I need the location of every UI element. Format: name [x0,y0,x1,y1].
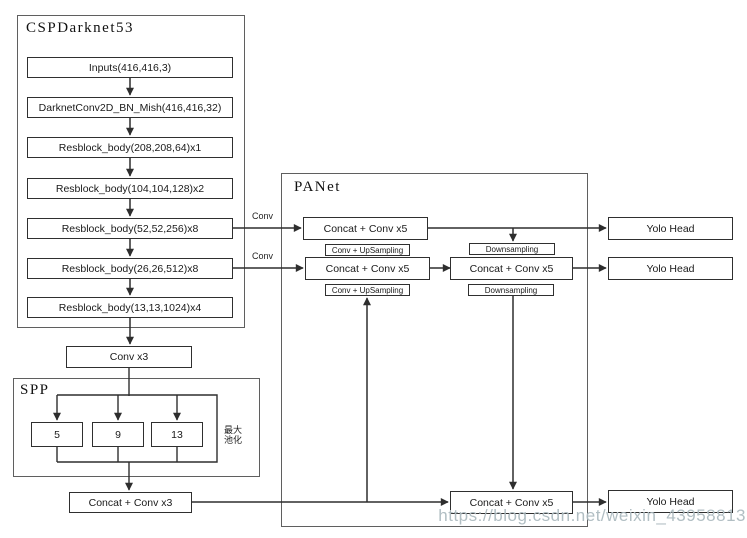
backbone-node-resblock-52: Resblock_body(52,52,256)x8 [27,218,233,239]
concat-conv-x5-top: Concat + Conv x5 [303,217,428,240]
backbone-node-inputs: Inputs(416,416,3) [27,57,233,78]
backbone-node-resblock-26: Resblock_body(26,26,512)x8 [27,258,233,279]
backbone-node-darknetconv: DarknetConv2D_BN_Mish(416,416,32) [27,97,233,118]
concat-conv-x5-bottom: Concat + Conv x5 [450,491,573,514]
panet-container [281,173,588,527]
panet-flow-lines [192,224,607,506]
downsampling-1: Downsampling [469,243,555,255]
spp-rail-lines [53,368,218,491]
conv-upsampling-1: Conv + UpSampling [325,244,410,256]
concat-conv-x5-mid-left: Concat + Conv x5 [305,257,430,280]
backbone-node-resblock-208: Resblock_body(208,208,64)x1 [27,137,233,158]
yolo-head-3: Yolo Head [608,490,733,513]
conv-edge-label-1: Conv [252,211,274,221]
spp-pool-9: 9 [92,422,144,447]
yolo-head-2: Yolo Head [608,257,733,280]
concat-conv-x5-mid-right: Concat + Conv x5 [450,257,573,280]
conv-x3-box: Conv x3 [66,346,192,368]
spp-pool-13: 13 [151,422,203,447]
panet-title: PANet [294,179,341,195]
concat-conv-x3-box: Concat + Conv x3 [69,492,192,513]
backbone-node-resblock-104: Resblock_body(104,104,128)x2 [27,178,233,199]
backbone-title: CSPDarknet53 [26,20,134,36]
watermark: https://blog.csdn.net/weixin_43958813 [438,506,746,525]
spp-container [13,378,260,477]
spp-maxpool-note-line2: 池化 [224,435,243,445]
conv-edge-label-2: Conv [252,251,274,261]
spp-maxpool-note: 最大 池化 [224,425,242,445]
spp-title: SPP [20,382,50,398]
conv-upsampling-2: Conv + UpSampling [325,284,410,296]
spp-maxpool-note-line1: 最大 [224,425,243,435]
yolo-head-1: Yolo Head [608,217,733,240]
backbone-container [17,15,245,328]
backbone-node-resblock-13: Resblock_body(13,13,1024)x4 [27,297,233,318]
spp-pool-5: 5 [31,422,83,447]
downsampling-2: Downsampling [468,284,554,296]
